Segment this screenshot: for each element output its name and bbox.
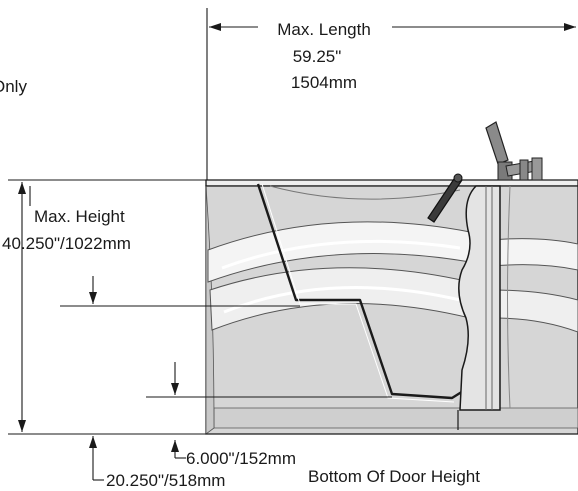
max-length-mm: 1504mm — [291, 73, 357, 92]
arrowheads — [18, 23, 576, 452]
max-height-value: 40.250"/1022mm — [2, 234, 131, 253]
faucet-icon — [485, 121, 543, 181]
max-height-title: Max. Height — [34, 207, 125, 226]
dimension-labels: Only Max. Length 59.25" 1504mm Max. Heig… — [0, 20, 480, 490]
max-length-inches: 59.25" — [293, 47, 342, 66]
door-bottom-value: 20.250"/518mm — [106, 471, 225, 490]
max-length-title: Max. Length — [277, 20, 371, 39]
step-height-value: 6.000"/152mm — [186, 449, 296, 468]
partial-left-label: Only — [0, 77, 27, 96]
tub-door-outline — [256, 183, 501, 430]
door-bottom-title: Bottom Of Door Height — [308, 467, 480, 486]
door-handle-icon — [427, 173, 463, 223]
tub-body — [205, 179, 578, 435]
